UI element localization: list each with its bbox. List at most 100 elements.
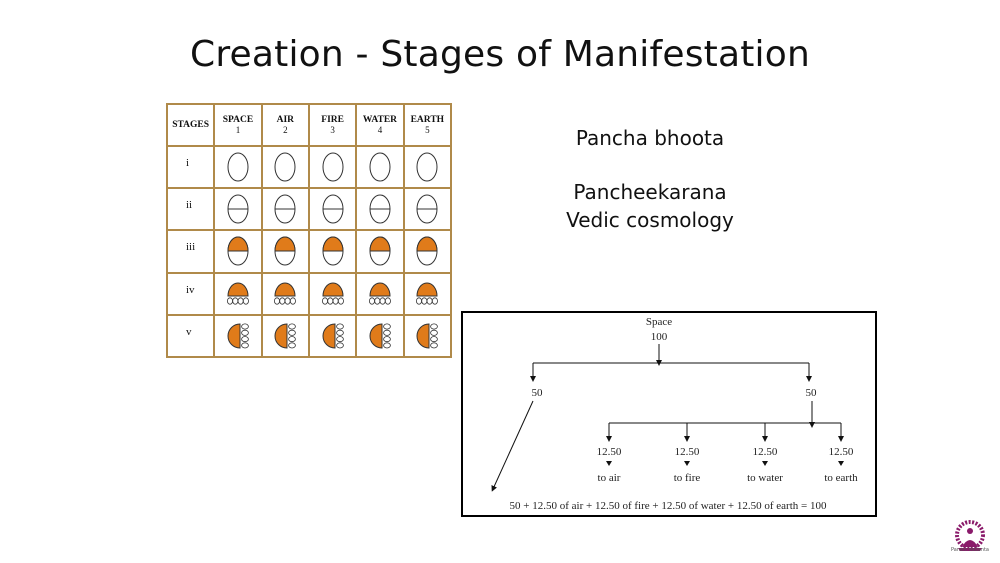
element-stage-icon — [322, 152, 344, 182]
element-stage-icon — [416, 152, 438, 182]
element-stage-icon — [321, 282, 344, 305]
row-label: i — [165, 144, 216, 190]
table-cell — [355, 229, 405, 274]
portion-small-arrow — [684, 461, 690, 466]
table-row: ii — [165, 187, 453, 232]
element-stage-icon — [227, 194, 249, 224]
note-gap — [560, 152, 740, 178]
element-stage-icon — [226, 282, 249, 305]
row-label: v — [165, 313, 216, 359]
table-cell — [355, 271, 405, 316]
table-row: iii — [165, 229, 453, 274]
element-stage-icon — [227, 323, 249, 349]
equation-text: 50 + 12.50 of air + 12.50 of fire + 12.5… — [510, 500, 827, 512]
table-cell — [355, 313, 405, 359]
table-cell — [213, 187, 263, 232]
table-cell — [307, 271, 358, 316]
header-space-name: SPACE — [222, 115, 254, 125]
portion-small-arrow — [838, 461, 844, 466]
note-pancha-bhoota: Pancha bhoota — [575, 126, 725, 150]
element-stage-icon — [322, 236, 344, 266]
header-water-name: WATER — [362, 115, 398, 125]
table-cell — [402, 229, 453, 274]
half-left-value: 50 — [532, 387, 544, 399]
table-row: v — [165, 313, 453, 359]
table-cell — [260, 187, 310, 232]
portion-small-arrow — [606, 461, 612, 466]
table-cell — [260, 229, 310, 274]
table-cell — [307, 144, 358, 190]
element-stage-icon — [369, 236, 391, 266]
header-water-num: 4 — [377, 125, 383, 135]
table-cell — [213, 313, 263, 359]
row-label: iv — [165, 271, 216, 316]
element-stage-icon — [274, 152, 296, 182]
slide-title: Creation - Stages of Manifestation — [189, 34, 810, 75]
portion-target: to fire — [674, 472, 701, 484]
table-cell — [355, 144, 405, 190]
element-stage-icon — [274, 282, 297, 305]
portion-target: to air — [598, 472, 621, 484]
element-stage-icon — [369, 152, 391, 182]
header-air-num: 2 — [283, 125, 288, 135]
table-cell — [213, 271, 263, 316]
remaining-half-arrow — [491, 400, 534, 492]
header-fire-num: 3 — [330, 125, 335, 135]
element-stage-icon — [416, 194, 438, 224]
portion-group: 12.50 to fire — [674, 423, 701, 484]
space-value: 100 — [651, 331, 668, 343]
table-cell — [307, 229, 358, 274]
table-cell — [402, 313, 453, 359]
row-label: ii — [165, 187, 216, 232]
table-cell — [213, 229, 263, 274]
element-stage-icon — [274, 323, 297, 349]
header-earth-name: EARTH — [410, 115, 445, 125]
table-cell — [260, 313, 310, 359]
portion-value: 12.50 — [753, 446, 778, 458]
portion-small-arrow — [762, 461, 768, 466]
table-cell — [402, 271, 453, 316]
element-stage-icon — [368, 282, 391, 305]
notes-block: Pancha bhoota Pancheekarana Vedic cosmol… — [560, 124, 740, 234]
table-cell — [402, 144, 453, 190]
element-stage-icon — [227, 152, 249, 182]
portion-value: 12.50 — [829, 446, 854, 458]
header-fire-name: FIRE — [321, 115, 344, 125]
element-stage-icon — [369, 194, 391, 224]
element-stage-icon — [322, 323, 344, 349]
element-stage-icon — [416, 323, 439, 349]
row-label: iii — [165, 229, 216, 274]
space-label: Space — [646, 316, 672, 328]
portion-target: to water — [747, 472, 783, 484]
header-stages: STAGES — [165, 103, 216, 147]
element-stage-icon — [416, 282, 439, 305]
element-stage-icon — [369, 323, 391, 349]
portion-group: 12.50 to water — [747, 423, 783, 484]
element-stage-icon — [322, 194, 344, 224]
table-cell — [260, 144, 310, 190]
element-stage-icon — [416, 236, 438, 266]
table-row: iv — [165, 271, 453, 316]
table-cell — [260, 271, 310, 316]
element-stage-icon — [274, 194, 296, 224]
table-cell — [307, 313, 358, 359]
meditating-figure-icon — [955, 520, 985, 551]
table-cell — [213, 144, 263, 190]
note-pancheekarana: Pancheekarana — [573, 180, 727, 204]
portion-value: 12.50 — [675, 446, 700, 458]
logo-text: Param Vedanta — [951, 547, 989, 553]
header-earth-num: 5 — [425, 125, 430, 135]
table-cell — [307, 187, 358, 232]
element-stage-icon — [274, 236, 296, 266]
